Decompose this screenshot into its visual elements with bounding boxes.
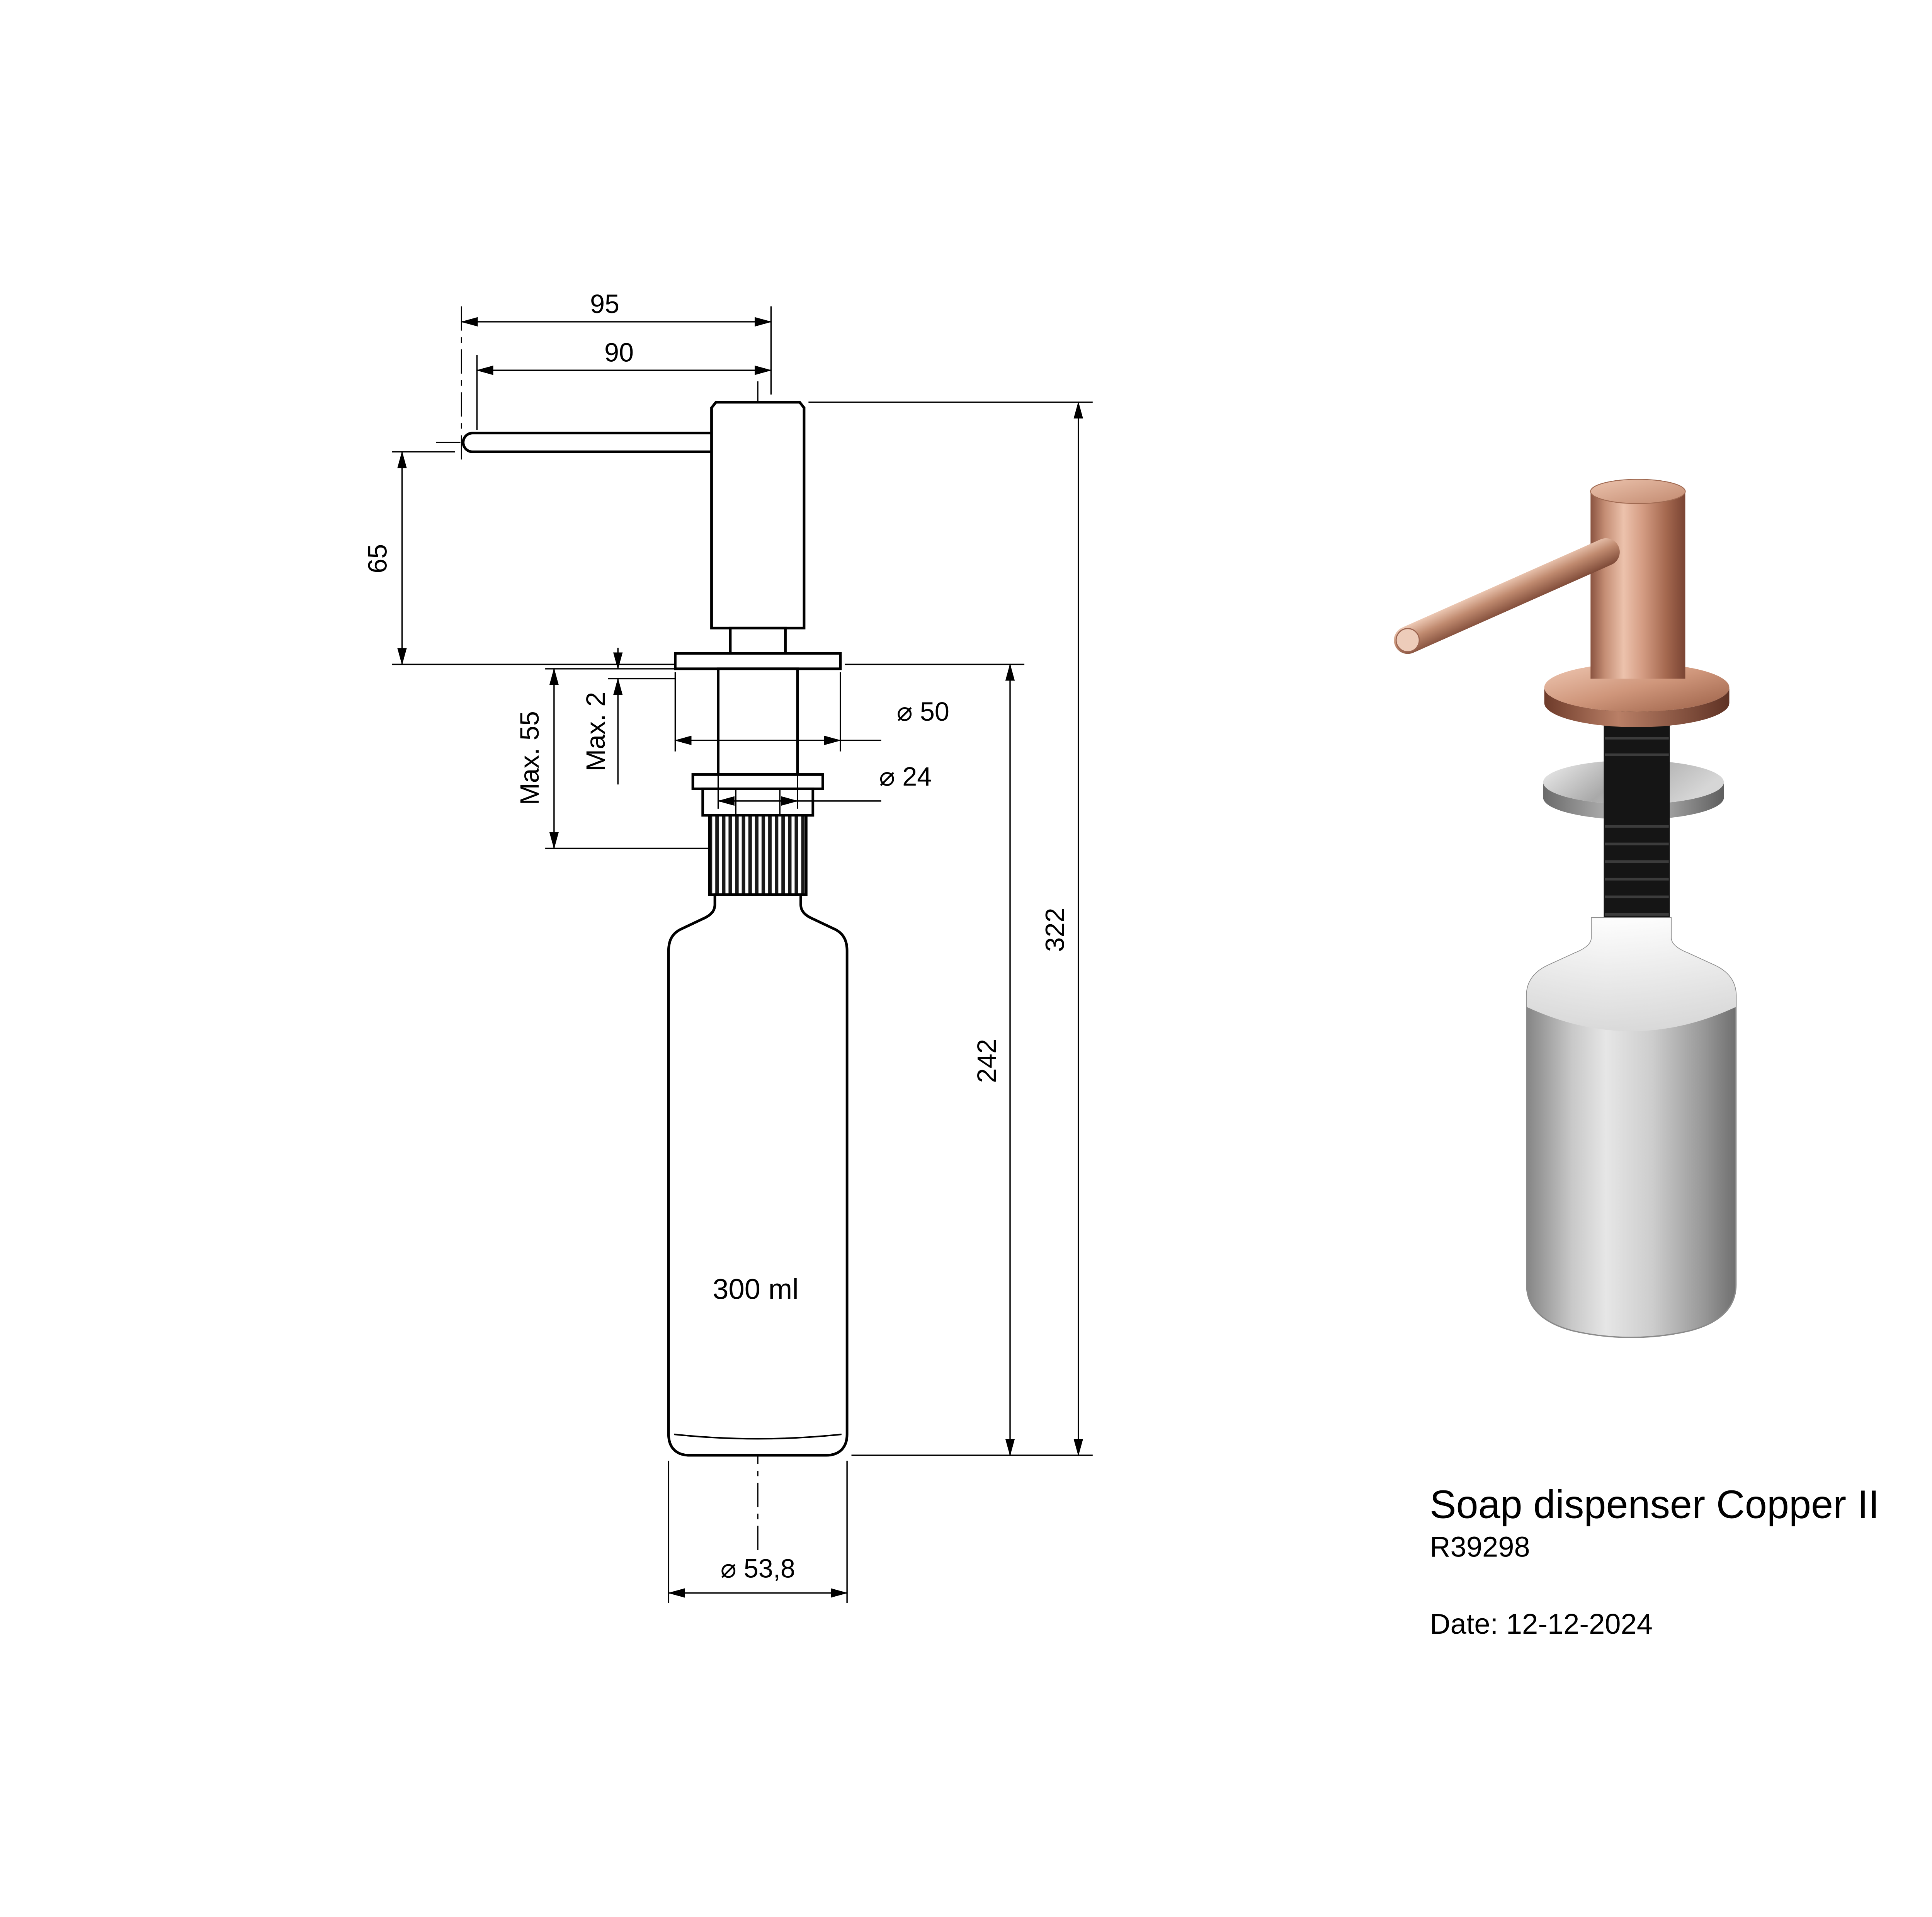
dim-max55-label: Max. 55 (515, 711, 544, 805)
dim-bottle-diameter: ⌀ 53,8 (668, 1461, 848, 1603)
article-number: R39298 (1430, 1531, 1530, 1563)
spout-3d (1394, 538, 1620, 654)
dim-322-label: 322 (1041, 908, 1070, 952)
dim-under-counter-depth: 242 (845, 663, 1025, 1456)
flange-outline (674, 652, 842, 670)
dim-overall-height: 322 (808, 401, 1093, 1456)
pump-neck-outline (729, 626, 787, 655)
dim-spout-height: 65 (363, 451, 675, 665)
dim-65-label: 65 (363, 544, 393, 573)
dim-max-counter-thickness: Max. 55 (515, 668, 711, 849)
isometric-view (1394, 479, 1737, 1338)
flange-disc-side (1544, 687, 1730, 727)
dim-max2-label: Max. 2 (581, 692, 611, 771)
pump-head-outline (710, 401, 806, 629)
dim-242-label: 242 (972, 1039, 1002, 1083)
dim-spout-reach: 90 (476, 338, 772, 430)
bottle-shoulder-highlight (1526, 918, 1736, 1031)
threaded-section (708, 814, 808, 896)
dim-90-label: 90 (604, 338, 634, 367)
locking-ring-side (1543, 782, 1724, 820)
bottle-outline (667, 893, 849, 1457)
dim-shaft-diameter: ⌀ 24 (717, 762, 932, 809)
dim-d24-label: ⌀ 24 (879, 762, 932, 791)
washer-outline (691, 773, 824, 790)
dim-d538-label: ⌀ 53,8 (721, 1554, 795, 1584)
dim-flange-diameter: ⌀ 50 (674, 672, 949, 752)
dim-d50-label: ⌀ 50 (897, 697, 949, 726)
dim-spout-overall-reach: 95 (461, 289, 772, 395)
product-name: Soap dispenser Copper II (1430, 1482, 1879, 1527)
pump-head-3d (1590, 491, 1685, 679)
shaft-outline (717, 667, 799, 776)
bottle-base-seam (674, 1433, 842, 1440)
drawing-date: Date: 12-12-2024 (1430, 1608, 1653, 1640)
title-block: Soap dispenser Copper II R39298 Date: 12… (1430, 1482, 1879, 1640)
orthographic-view: 300 ml 95 90 65 Max. 55 (363, 289, 1093, 1603)
dim-95-label: 95 (590, 289, 619, 319)
spout-tube-outline (462, 432, 712, 453)
pump-head-top (1590, 479, 1686, 504)
dim-max-gap: Max. 2 (581, 648, 675, 785)
spout-tip-opening (1395, 628, 1420, 653)
bottle-volume-label: 300 ml (713, 1273, 798, 1305)
hex-nut-outline (701, 788, 815, 817)
threaded-shaft-3d (1604, 699, 1670, 928)
